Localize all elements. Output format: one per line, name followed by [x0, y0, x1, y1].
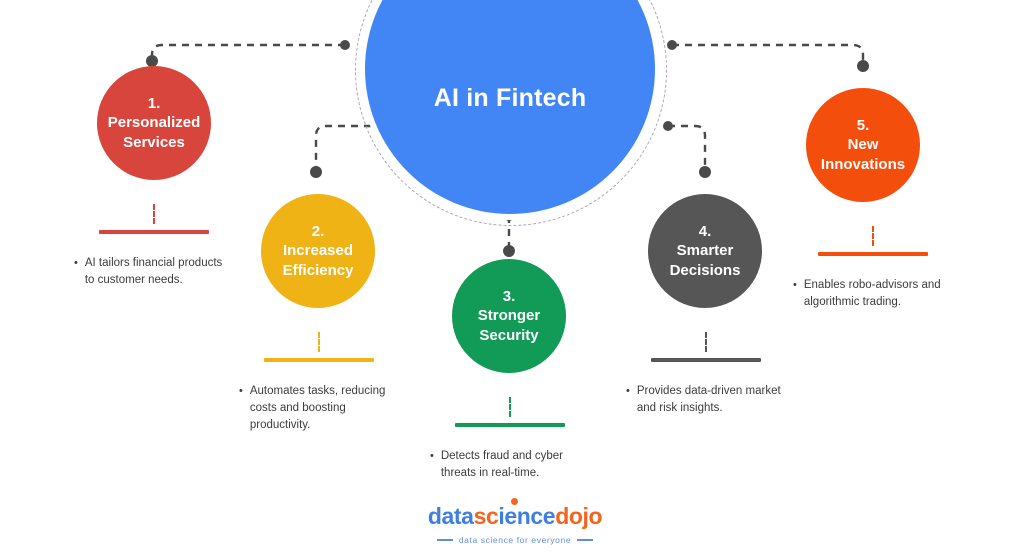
node-circle-1[interactable]: 1. Personalized Services [97, 66, 211, 180]
connector-4 [668, 124, 707, 172]
node-title-3-line2: Security [479, 326, 539, 344]
connector-5 [672, 43, 865, 66]
logo-person-head-icon [510, 498, 518, 505]
detail-block-3: • Detects fraud and cyber threats in rea… [430, 397, 590, 482]
connector-4-dot-end [699, 166, 711, 178]
node-circle-5[interactable]: 5. New Innovations [806, 88, 920, 202]
detail-block-4: • Provides data-driven market and risk i… [626, 332, 786, 417]
bullet-icon-4: • [626, 384, 630, 397]
detail-stub-5 [872, 226, 874, 246]
connector-3-dot-end [503, 245, 515, 257]
node-circle-4[interactable]: 4. Smarter Decisions [648, 194, 762, 308]
node-title-5-line1: New [847, 136, 879, 154]
node-title-2-line1: Increased [282, 242, 354, 260]
detail-stub-1 [153, 204, 155, 224]
connector-5-dot-start [667, 40, 677, 50]
hub-title: AI in Fintech [433, 83, 587, 112]
node-title-4-line1: Smarter [676, 242, 734, 260]
detail-text-2: Automates tasks, reducing costs and boos… [249, 384, 386, 432]
connector-2-dot-end [310, 166, 322, 178]
detail-block-5: • Enables robo-advisors and algorithmic … [793, 226, 953, 311]
node-title-2-line2: Efficiency [282, 261, 354, 279]
node-title-4-line2: Decisions [669, 261, 741, 279]
logo-text-dojo: dojo [555, 503, 603, 529]
detail-bar-1 [99, 230, 209, 234]
logo-wordmark: datasciencedojo [427, 498, 603, 529]
detail-text-row-1: • AI tailors financial products to custo… [74, 255, 234, 290]
detail-text-row-3: • Detects fraud and cyber threats in rea… [430, 448, 590, 483]
logo-text-ience: ience [498, 503, 556, 529]
connector-5-dot-end [857, 60, 869, 72]
bullet-icon-3: • [430, 449, 434, 462]
logo-tagline: data science for everyone [458, 535, 572, 545]
logo-rule-right-icon [577, 539, 594, 541]
detail-text-row-5: • Enables robo-advisors and algorithmic … [793, 277, 953, 312]
detail-bar-2 [264, 358, 374, 362]
connector-1 [150, 43, 345, 74]
node-number-4: 4. [698, 223, 712, 241]
bullet-icon-1: • [74, 256, 78, 269]
logo-text-data: data [427, 503, 474, 529]
node-circle-2[interactable]: 2. Increased Efficiency [261, 194, 375, 308]
detail-stub-4 [705, 332, 707, 352]
brand-logo[interactable]: datasciencedojo data science for everyon… [0, 498, 1030, 545]
detail-bar-4 [651, 358, 761, 362]
detail-stub-3 [509, 397, 511, 417]
bullet-icon-5: • [793, 278, 797, 291]
detail-stub-2 [318, 332, 320, 352]
node-title-1-line1: Personalized [107, 114, 201, 132]
detail-text-row-4: • Provides data-driven market and risk i… [626, 383, 786, 418]
detail-bar-5 [818, 252, 928, 256]
node-number-1: 1. [147, 95, 161, 113]
node-number-5: 5. [856, 117, 870, 135]
detail-text-1: AI tailors financial products to custome… [84, 256, 223, 286]
node-title-1-line2: Services [123, 133, 185, 151]
node-circle-3[interactable]: 3. Stronger Security [452, 259, 566, 373]
detail-block-1: • AI tailors financial products to custo… [74, 204, 234, 289]
bullet-icon-2: • [239, 384, 243, 397]
logo-tagline-row: data science for everyone [0, 535, 1030, 545]
detail-text-5: Enables robo-advisors and algorithmic tr… [803, 278, 941, 308]
node-title-5-line2: Innovations [820, 155, 906, 173]
detail-text-3: Detects fraud and cyber threats in real-… [440, 449, 563, 479]
detail-bar-3 [455, 423, 565, 427]
node-number-3: 3. [502, 288, 516, 306]
logo-rule-left-icon [436, 539, 453, 541]
detail-block-2: • Automates tasks, reducing costs and bo… [239, 332, 399, 434]
node-number-2: 2. [311, 223, 325, 241]
logo-text-sc: sc [473, 503, 499, 529]
detail-text-row-2: • Automates tasks, reducing costs and bo… [239, 383, 399, 435]
connector-4-dot-start [663, 121, 673, 131]
connector-1-dot-start [340, 40, 350, 50]
detail-text-4: Provides data-driven market and risk ins… [636, 384, 781, 414]
node-title-3-line1: Stronger [477, 307, 541, 325]
